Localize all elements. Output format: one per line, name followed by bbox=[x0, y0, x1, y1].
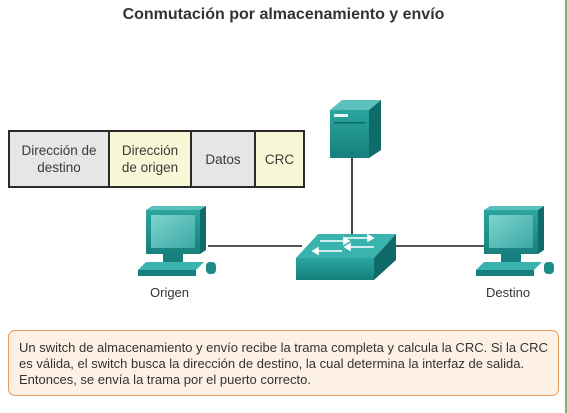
frame-field-source-address: Dirección de origen bbox=[110, 132, 192, 186]
caption-box: Un switch de almacenamiento y envío reci… bbox=[8, 330, 559, 396]
field-line: destino bbox=[37, 160, 81, 175]
ethernet-frame: Dirección de destino Dirección de origen D… bbox=[8, 130, 305, 188]
frame-field-data: Datos bbox=[192, 132, 256, 186]
right-edge-rule bbox=[565, 0, 567, 413]
switch-icon bbox=[296, 233, 396, 280]
destination-label: Destino bbox=[486, 285, 531, 300]
field-line: Dirección bbox=[121, 143, 179, 158]
server-icon bbox=[330, 100, 381, 158]
page-title: Conmutación por almacenamiento y envío bbox=[122, 6, 445, 23]
origin-label: Origen bbox=[150, 285, 190, 300]
field-line: CRC bbox=[264, 151, 295, 167]
frame-field-destination-address: Dirección de destino bbox=[10, 132, 110, 186]
computer-icon bbox=[476, 206, 554, 276]
frame-field-crc: CRC bbox=[256, 132, 303, 186]
field-line: Datos bbox=[205, 151, 241, 167]
computer-icon bbox=[138, 206, 216, 276]
network-links bbox=[208, 158, 484, 247]
field-line: de origen bbox=[121, 160, 179, 175]
caption-text: Un switch de almacenamiento y envío reci… bbox=[19, 340, 548, 387]
field-line: Dirección de bbox=[21, 143, 97, 158]
